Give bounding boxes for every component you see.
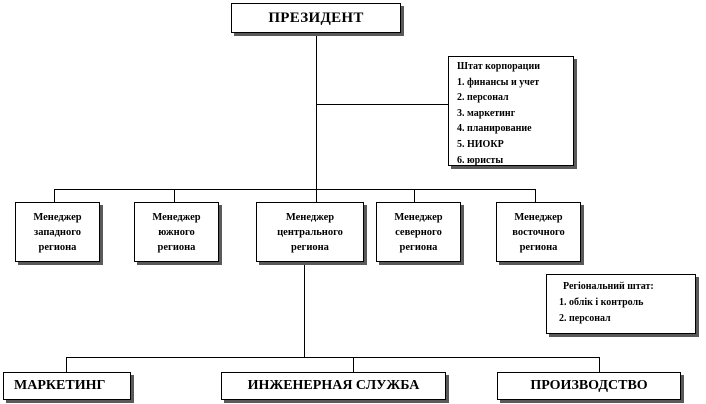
department-marketing-box: МАРКЕТИНГ [3, 372, 131, 400]
manager-line: восточного [512, 226, 565, 238]
department-label: ИНЖЕНЕРНАЯ СЛУЖБА [247, 378, 420, 393]
regional-staff-list: 1. облік і контроль 2. персонал [559, 295, 695, 327]
corporate-staff-title: Штат корпорации [457, 61, 540, 72]
corporate-staff-item: 3. маркетинг [457, 107, 516, 119]
regional-staff-title: Регіональний штат: [563, 281, 654, 292]
corporate-staff-item: 2. персонал [457, 92, 509, 104]
manager-south-box: Менеджер южного региона [134, 202, 219, 262]
manager-line: региона [38, 241, 77, 253]
manager-line: региона [291, 241, 329, 253]
manager-line: южного [158, 226, 195, 238]
corporate-staff-item: 6. юристы [457, 154, 504, 166]
manager-line: Менеджер [152, 211, 201, 223]
regional-staff-box: Регіональний штат: 1. облік і контроль 2… [546, 274, 696, 334]
corporate-staff-box: Штат корпорации 1. финансы и учет 2. пер… [448, 56, 574, 166]
manager-east-box: Менеджер восточного региона [496, 202, 581, 262]
corporate-staff-item: 4. планирование [457, 123, 532, 135]
regional-staff-item: 1. облік і контроль [559, 297, 644, 308]
corporate-staff-item: 5. НИОКР [457, 138, 504, 150]
manager-line: северного [395, 226, 442, 238]
manager-line: Менеджер [394, 211, 443, 223]
manager-line: региона [519, 241, 558, 253]
president-box: ПРЕЗИДЕНТ [231, 3, 401, 33]
manager-line: западного [33, 226, 81, 238]
department-label: ПРОИЗВОДСТВО [530, 378, 648, 393]
manager-line: центрального [277, 226, 343, 238]
department-label: МАРКЕТИНГ [14, 378, 106, 393]
corporate-staff-list: 1. финансы и учет 2. персонал 3. маркети… [457, 75, 573, 169]
manager-line: Менеджер [514, 211, 563, 223]
manager-line: Менеджер [285, 211, 335, 223]
corporate-staff-item: 1. финансы и учет [457, 76, 540, 88]
manager-line: региона [157, 241, 196, 253]
department-production-box: ПРОИЗВОДСТВО [497, 372, 681, 400]
department-engineering-box: ИНЖЕНЕРНАЯ СЛУЖБА [221, 372, 446, 400]
president-label: ПРЕЗИДЕНТ [268, 9, 364, 26]
manager-north-box: Менеджер северного региона [376, 202, 461, 262]
manager-line: Менеджер [33, 211, 82, 223]
manager-central-box: Менеджер центрального региона [256, 202, 364, 262]
regional-staff-item: 2. персонал [559, 313, 611, 324]
manager-west-box: Менеджер западного региона [15, 202, 100, 262]
manager-line: региона [399, 241, 438, 253]
